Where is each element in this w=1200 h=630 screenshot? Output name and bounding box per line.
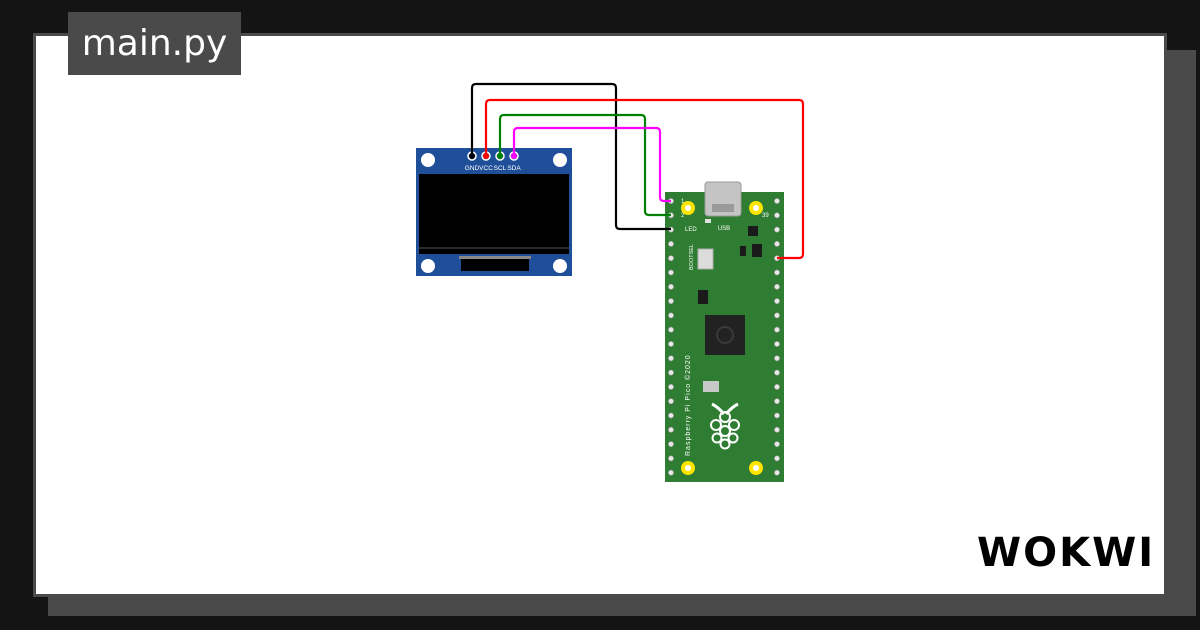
- pico-pin-left[interactable]: [668, 283, 674, 290]
- mount-hole-icon: [421, 153, 435, 167]
- oled-pin-label-sda: SDA: [507, 165, 521, 172]
- mount-hole-icon: [553, 153, 567, 167]
- pico-pin-left[interactable]: [668, 298, 674, 304]
- pin-39-label: 39: [762, 213, 769, 219]
- pico-pin-right[interactable]: [774, 398, 780, 405]
- file-tab-label: main.py: [81, 23, 228, 64]
- wokwi-logo-mark: WOKWI: [977, 530, 1155, 576]
- chip-component: [740, 246, 746, 256]
- wire-endpoint: [469, 153, 475, 159]
- pico-pin-right[interactable]: [774, 469, 780, 476]
- chip-component: [698, 290, 708, 304]
- oled-screen: [419, 174, 569, 254]
- raspberry-pi-pico[interactable]: USB 1 2 39 LED BOOTSEL Ra: [665, 181, 784, 482]
- mount-hole-center: [685, 205, 691, 211]
- pico-pin-left[interactable]: [668, 312, 674, 319]
- bootsel-button[interactable]: [697, 248, 714, 270]
- pico-pin-left[interactable]: [668, 455, 674, 462]
- pico-pin-right[interactable]: [774, 355, 780, 362]
- pico-pin-right[interactable]: [774, 269, 780, 276]
- pico-pin-left[interactable]: [668, 383, 674, 390]
- wokwi-logo: WOKWI: [975, 528, 1155, 583]
- wire-sda[interactable]: [512, 126, 671, 203]
- wire-scl[interactable]: [498, 113, 671, 217]
- oled-ribbon: [461, 256, 529, 271]
- pico-pin-right[interactable]: [774, 441, 780, 447]
- usb-port-slot: [712, 204, 734, 212]
- pico-pin-left[interactable]: [668, 255, 674, 262]
- chip-component: [752, 244, 762, 257]
- pin-1-label: 1: [681, 199, 685, 205]
- pico-silk-text: Raspberry Pi Pico ©2020: [684, 354, 692, 456]
- pico-pin-left[interactable]: [668, 441, 674, 447]
- pico-pin-left[interactable]: [668, 398, 674, 405]
- pico-pin-left[interactable]: [668, 326, 674, 333]
- wire-gnd[interactable]: [470, 82, 671, 231]
- pico-pin-left[interactable]: [668, 355, 674, 362]
- pin-2-label: 2: [681, 213, 685, 219]
- pico-pin-right[interactable]: [774, 298, 780, 304]
- pico-pin-left[interactable]: [668, 341, 674, 347]
- pico-pin-right[interactable]: [774, 455, 780, 462]
- pico-pin-right[interactable]: [774, 312, 780, 319]
- pico-pin-right[interactable]: [774, 412, 780, 419]
- pico-pin-left[interactable]: [668, 369, 674, 376]
- pico-pin-right[interactable]: [774, 212, 780, 219]
- file-tab[interactable]: main.py: [68, 12, 241, 75]
- wire-endpoint: [511, 153, 517, 159]
- chip-component: [748, 226, 758, 236]
- wires: [469, 82, 805, 260]
- pico-pin-left[interactable]: [668, 469, 674, 476]
- mount-hole-icon: [553, 259, 567, 273]
- pico-pin-left[interactable]: [668, 412, 674, 419]
- wokwi-logo-text: WOKWI: [977, 530, 1155, 576]
- oled-pin-label-gnd: GND: [465, 165, 480, 172]
- pico-pin-left[interactable]: [668, 269, 674, 276]
- oled-ribbon-edge: [459, 256, 531, 259]
- pico-pin-right[interactable]: [774, 198, 780, 204]
- pico-pin-right[interactable]: [774, 326, 780, 333]
- mount-hole-center: [685, 465, 691, 471]
- pico-pin-right[interactable]: [774, 283, 780, 290]
- pico-pin-left[interactable]: [668, 426, 674, 433]
- pico-pin-left[interactable]: [668, 240, 674, 247]
- mount-hole-center: [753, 205, 759, 211]
- raspberry-logo-icon: [710, 402, 740, 450]
- pico-pin-right[interactable]: [774, 426, 780, 433]
- pico-pin-right[interactable]: [774, 341, 780, 347]
- flash-component: [703, 381, 719, 392]
- rp2040-chip: [705, 315, 745, 355]
- led-indicator: [705, 219, 711, 223]
- pico-pin-right[interactable]: [774, 226, 780, 233]
- chip-logo-icon: [716, 326, 734, 344]
- led-label: LED: [685, 227, 697, 233]
- wire-endpoint: [483, 153, 489, 159]
- pico-pin-right[interactable]: [774, 369, 780, 376]
- pico-pin-right[interactable]: [774, 240, 780, 247]
- bootsel-label: BOOTSEL: [689, 244, 695, 270]
- mount-hole-icon: [421, 259, 435, 273]
- wire-endpoint: [497, 153, 503, 159]
- oled-pin-label-vcc: VCC: [479, 165, 493, 172]
- usb-label: USB: [718, 226, 730, 232]
- mount-hole-center: [753, 465, 759, 471]
- oled-display[interactable]: GND VCC SCL SDA: [416, 148, 572, 276]
- wire-vcc[interactable]: [484, 98, 805, 260]
- oled-pin-label-scl: SCL: [494, 165, 507, 172]
- pico-pin-right[interactable]: [774, 383, 780, 390]
